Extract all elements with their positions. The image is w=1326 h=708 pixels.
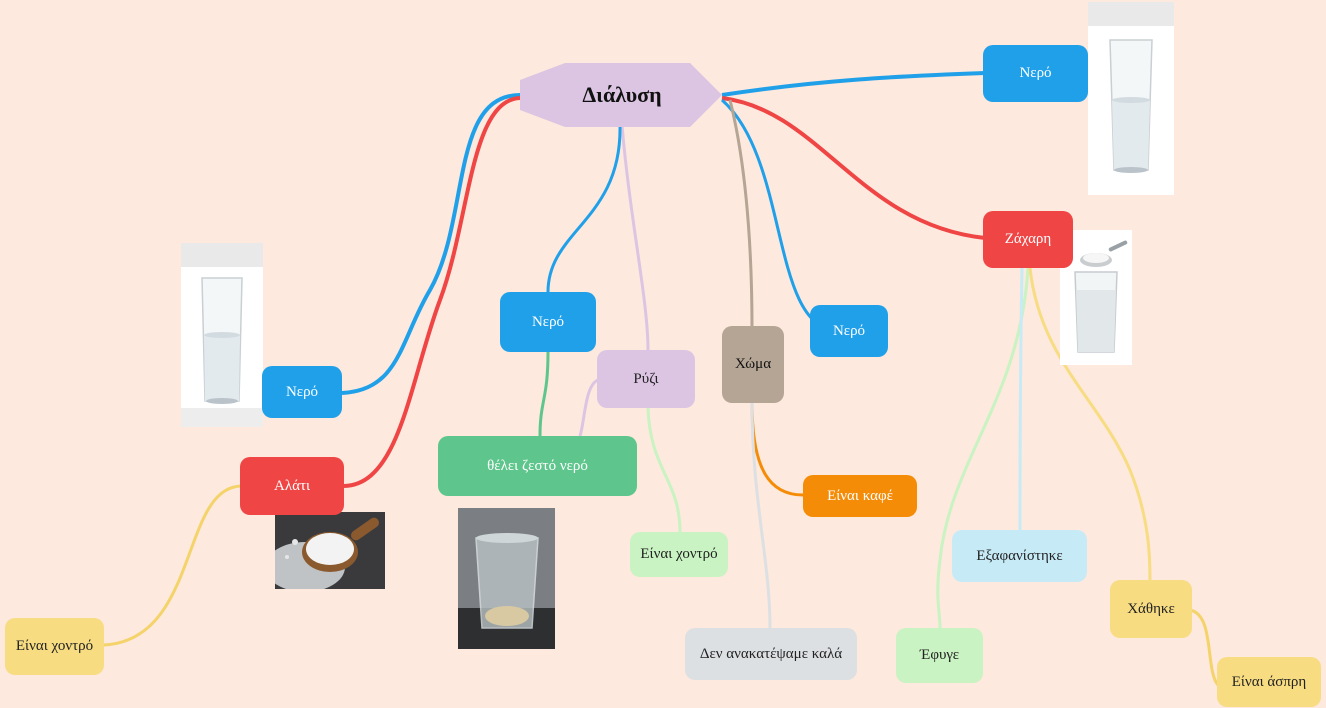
node-zachari[interactable]: Ζάχαρη — [983, 211, 1073, 268]
glass-of-water-image — [1088, 2, 1174, 195]
node-nero-top[interactable]: Νερό — [983, 45, 1088, 102]
connector-root-alati — [343, 96, 521, 488]
root-node-label[interactable]: Διάλυση — [582, 82, 662, 107]
connector-nero-zesto — [538, 351, 550, 437]
root-hexagon — [520, 63, 722, 127]
rice-in-water-glass-image — [458, 508, 555, 649]
connector-ryzi-zesto — [578, 378, 599, 437]
connector-chathike-aspri — [1189, 608, 1220, 686]
connector-root-nero-top — [721, 71, 986, 97]
connector-zachari-efyge — [936, 267, 1030, 629]
node-nero-right[interactable]: Νερό — [810, 305, 888, 357]
connector-root-ryzi — [620, 124, 650, 351]
salt-spoon-image — [275, 512, 385, 589]
connector-root-nero-right — [721, 98, 839, 332]
node-einai-aspri[interactable]: Είναι άσπρη — [1217, 657, 1321, 707]
node-den-anakatepsame[interactable]: Δεν ανακατέψαμε καλά — [685, 628, 857, 680]
connector-zachari-chathike — [1028, 267, 1152, 581]
connector-root-nero-center — [546, 124, 622, 293]
node-einai-chontro-mid[interactable]: Είναι χοντρό — [630, 532, 728, 577]
node-exafanistike[interactable]: Εξαφανίστηκε — [952, 530, 1087, 582]
node-alati[interactable]: Αλάτι — [240, 457, 344, 515]
node-chathike[interactable]: Χάθηκε — [1110, 580, 1192, 638]
connector-root-choma — [728, 99, 754, 329]
node-nero-center[interactable]: Νερό — [500, 292, 596, 352]
connector-root-zachari — [721, 96, 986, 240]
node-nero-left[interactable]: Νερό — [262, 366, 342, 418]
node-choma[interactable]: Χώμα — [722, 326, 784, 403]
node-einai-chontro-left[interactable]: Είναι χοντρό — [5, 618, 104, 675]
connector-choma-kafe — [750, 402, 804, 497]
glass-of-water-image — [181, 243, 263, 427]
connector-choma-den — [750, 402, 772, 629]
node-efyge[interactable]: Έφυγε — [896, 628, 983, 683]
node-einai-kafe[interactable]: Είναι καφέ — [803, 475, 917, 517]
connector-root-nero-left — [341, 93, 521, 395]
connector-alati-chontro — [103, 484, 243, 647]
connector-zachari-exafan — [1018, 267, 1024, 531]
connector-ryzi-chontro — [646, 407, 682, 533]
node-ryzi[interactable]: Ρύζι — [597, 350, 695, 408]
node-zesto-nero[interactable]: θέλει ζεστό νερό — [438, 436, 637, 496]
